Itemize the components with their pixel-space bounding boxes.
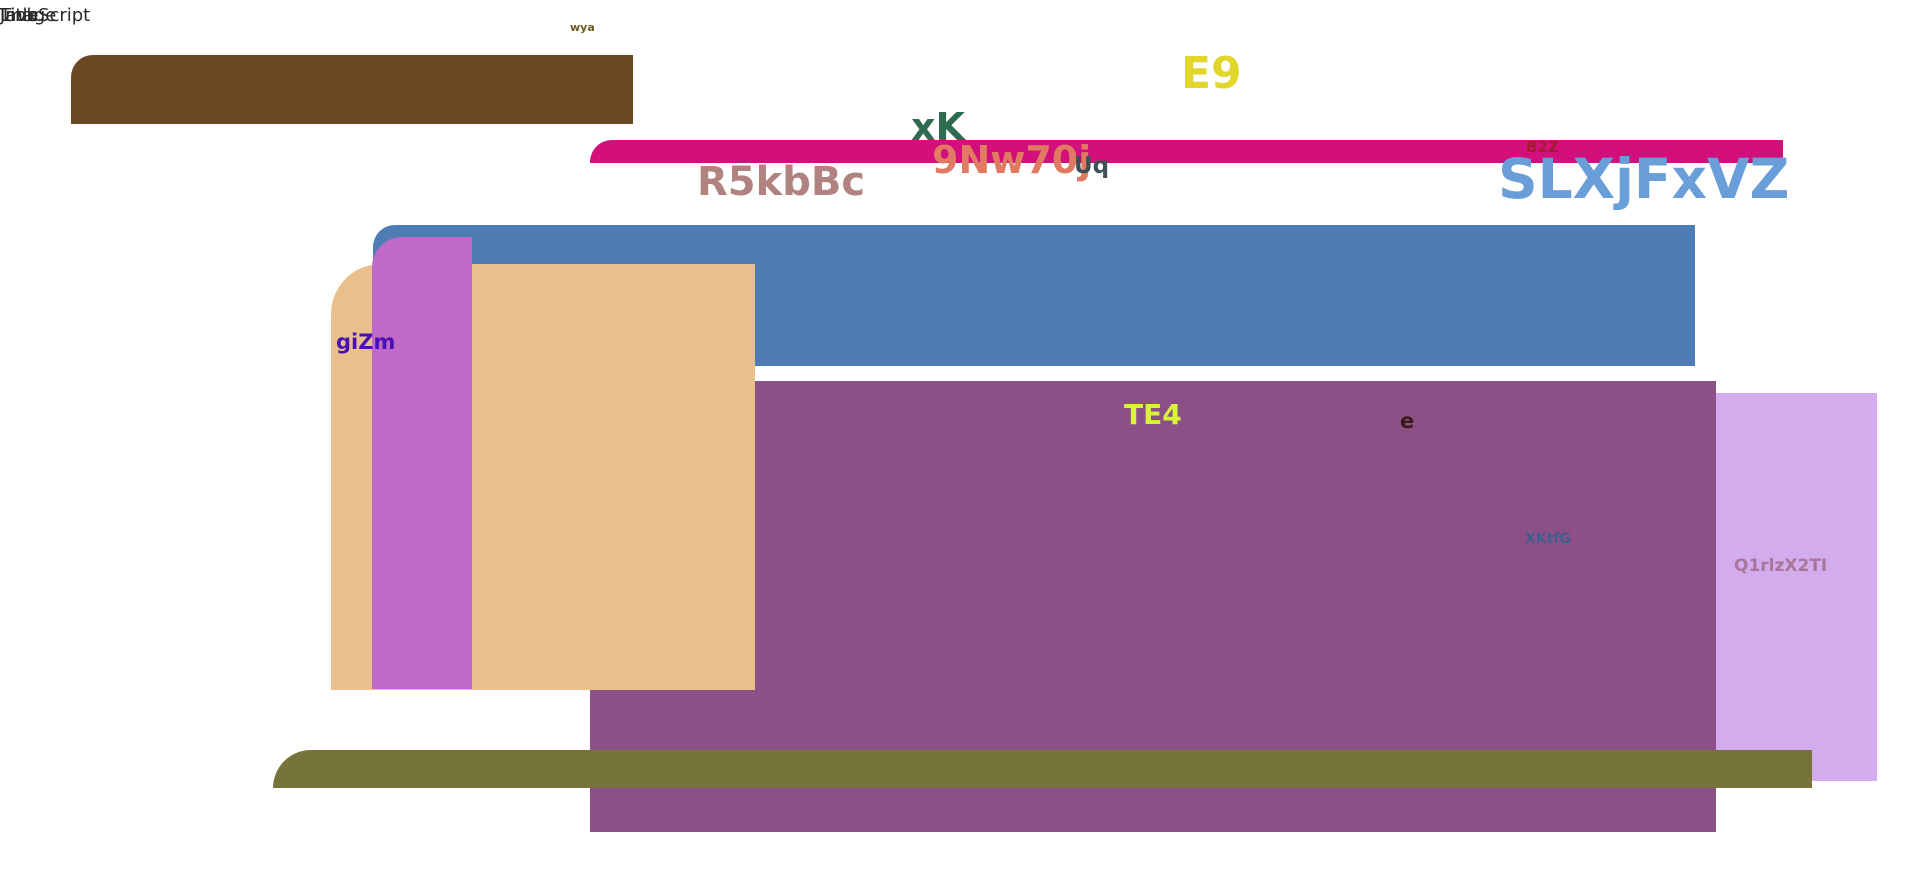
label-e9: E9	[1181, 48, 1242, 99]
label-uq: Uq	[1074, 153, 1110, 179]
olive-bar	[273, 750, 1812, 788]
label-9nw70j: 9Nw70j	[932, 138, 1092, 182]
label-gizm: giZm	[336, 330, 396, 354]
top-label-title: Title	[0, 5, 39, 26]
top-label-javascript: JavaScript	[0, 5, 91, 26]
label-wya: wya	[570, 21, 595, 34]
lavender-panel	[1716, 393, 1877, 781]
label-q1rlzx2ti: Q1rlzX2TI	[1734, 556, 1828, 576]
label-slxjfxvz: SLXjFxVZ	[1498, 147, 1790, 211]
top-label-image: Image	[0, 5, 57, 26]
orchid-column	[372, 237, 472, 689]
label-te4: TE4	[1124, 398, 1182, 431]
label-e: e	[1400, 409, 1415, 433]
label-xk: xK	[911, 105, 965, 149]
label-xktfg: XKtfG	[1525, 531, 1571, 547]
brown-block	[71, 55, 633, 124]
label-r5kbbc: R5kbBc	[697, 159, 866, 205]
pink-bar	[590, 140, 1783, 163]
label-b2z: B2Z	[1526, 138, 1559, 156]
top-label-link[interactable]: Link	[0, 5, 37, 26]
